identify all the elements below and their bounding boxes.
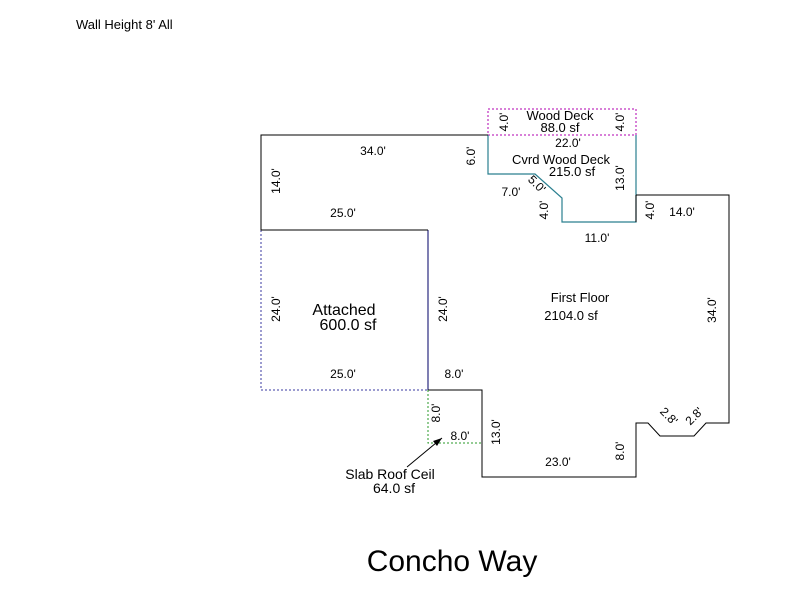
dim-step-6: 6.0' bbox=[464, 147, 478, 166]
dim-ff-right: 34.0' bbox=[705, 297, 719, 323]
dim-top-8: 8.0' bbox=[445, 367, 464, 381]
dim-cov-13: 13.0' bbox=[613, 165, 627, 191]
dim-bay-a: 2.8' bbox=[657, 405, 680, 428]
dim-top-14: 14.0' bbox=[669, 205, 695, 219]
dim-garage-right: 24.0' bbox=[436, 296, 450, 322]
dim-deck-left: 4.0' bbox=[497, 113, 511, 132]
dim-deck-width: 22.0' bbox=[555, 136, 581, 150]
wood-deck-outline bbox=[487, 108, 637, 136]
first-floor-name: First Floor bbox=[551, 290, 610, 305]
dim-ff-bottom: 23.0' bbox=[545, 455, 571, 469]
dim-left-upper: 14.0' bbox=[269, 168, 283, 194]
dim-step-7: 7.0' bbox=[502, 185, 521, 199]
dim-mid-top: 25.0' bbox=[330, 206, 356, 220]
slab-area: 64.0 sf bbox=[373, 480, 415, 496]
slab-name: Slab Roof Ceil bbox=[345, 466, 435, 482]
dim-deck-right: 4.0' bbox=[613, 113, 627, 132]
dim-garage-bottom: 25.0' bbox=[330, 367, 356, 381]
plan-title: Concho Way bbox=[366, 545, 538, 578]
attached-garage-outline bbox=[260, 230, 428, 391]
slab-roof-outline bbox=[427, 390, 482, 444]
attached-area: 600.0 sf bbox=[320, 317, 377, 334]
dim-bay-b: 2.8' bbox=[683, 405, 706, 428]
slab-pointer-arrowhead bbox=[433, 438, 442, 446]
attached-name: Attached bbox=[312, 302, 375, 319]
first-floor-outline bbox=[428, 194, 730, 478]
dim-slab-h: 8.0' bbox=[451, 429, 470, 443]
dim-ff-8: 8.0' bbox=[613, 442, 627, 461]
covered-deck-name: Cvrd Wood Deck bbox=[512, 152, 611, 167]
dim-step-4a: 4.0' bbox=[537, 201, 551, 220]
covered-deck-area: 215.0 sf bbox=[549, 164, 596, 179]
house-outline bbox=[260, 134, 488, 231]
wall-height-note: Wall Height 8' All bbox=[76, 17, 173, 32]
dim-bottom-11: 11.0' bbox=[585, 231, 610, 245]
wood-deck-area: 88.0 sf bbox=[540, 120, 579, 135]
dim-top-left: 34.0' bbox=[360, 144, 386, 158]
dim-slab-v: 8.0' bbox=[429, 404, 443, 423]
dim-garage-left: 24.0' bbox=[269, 296, 283, 322]
wood-deck-name: Wood Deck bbox=[527, 108, 594, 123]
first-floor-area: 2104.0 sf bbox=[544, 308, 598, 323]
dim-step-4b: 4.0' bbox=[643, 201, 657, 220]
dim-ff-13: 13.0' bbox=[489, 419, 503, 445]
dim-diag-5: 5.0' bbox=[525, 173, 548, 196]
